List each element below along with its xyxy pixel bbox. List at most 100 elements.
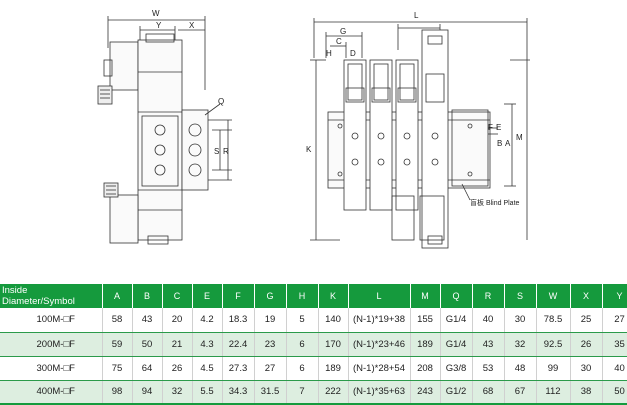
table-cell: 92.5	[536, 332, 571, 357]
table-cell: G1/2	[440, 380, 473, 405]
table-cell: 31.5	[254, 380, 287, 405]
table-cell: 30	[570, 356, 603, 381]
column-header: Y	[602, 284, 627, 308]
table-cell: 22.4	[222, 332, 255, 357]
table-cell: 64	[132, 356, 163, 381]
column-header: E	[192, 284, 223, 308]
table-cell: 27	[254, 356, 287, 381]
column-header: B	[132, 284, 163, 308]
table-cell: 94	[132, 380, 163, 405]
table-cell: 140	[318, 308, 349, 333]
column-header: L	[348, 284, 411, 308]
column-header: H	[286, 284, 319, 308]
table-cell: 222	[318, 380, 349, 405]
dimension-table: Inside Diameter/Symbol A B C E F G H K L…	[0, 284, 627, 405]
table-cell: 43	[132, 308, 163, 333]
table-cell: 21	[162, 332, 193, 357]
table-cell: 4.2	[192, 308, 223, 333]
dim-label-c: C	[336, 37, 342, 46]
dim-label-h: H	[326, 49, 332, 58]
table-cell: 112	[536, 380, 571, 405]
table-cell: G1/4	[440, 332, 473, 357]
column-header: R	[472, 284, 505, 308]
dim-label-a: A	[505, 139, 511, 148]
table-cell: 5.5	[192, 380, 223, 405]
dim-label-b: B	[497, 139, 502, 148]
table-cell: 155	[410, 308, 441, 333]
table-cell: (N-1)*28+54	[348, 356, 411, 381]
dim-label-x: X	[189, 21, 195, 30]
dim-label-m: M	[516, 133, 523, 142]
table-cell: 32	[162, 380, 193, 405]
dim-label-d: D	[350, 49, 356, 58]
dim-label-q: Q	[218, 97, 224, 106]
dim-label-g: G	[340, 27, 346, 36]
row-symbol-cell: 300M-□F	[0, 356, 103, 381]
column-header: S	[504, 284, 537, 308]
table-cell: 243	[410, 380, 441, 405]
table-cell: 26	[570, 332, 603, 357]
column-header: Q	[440, 284, 473, 308]
column-header: X	[570, 284, 603, 308]
table-cell: 170	[318, 332, 349, 357]
dim-label-r: R	[223, 147, 229, 156]
table-cell: 189	[318, 356, 349, 381]
table-cell: 43	[472, 332, 505, 357]
table-cell: 19	[254, 308, 287, 333]
table-cell: (N-1)*35+63	[348, 380, 411, 405]
column-header: G	[254, 284, 287, 308]
table-cell: G1/4	[440, 308, 473, 333]
table-cell: 25	[570, 308, 603, 333]
table-cell: 4.5	[192, 356, 223, 381]
table-cell: 38	[570, 380, 603, 405]
table-cell: 208	[410, 356, 441, 381]
dim-label-f: F	[488, 123, 493, 132]
dim-label-l: L	[414, 11, 419, 20]
table-cell: 32	[504, 332, 537, 357]
dimension-labels: W Y X Q S R L G C H D F E K A B M 盲板 Bli…	[152, 9, 523, 207]
table-cell: 20	[162, 308, 193, 333]
table-cell: 59	[102, 332, 133, 357]
table-cell: (N-1)*23+46	[348, 332, 411, 357]
table-cell: 26	[162, 356, 193, 381]
table-cell: 34.3	[222, 380, 255, 405]
table-cell: 40	[602, 356, 627, 381]
dim-label-y: Y	[156, 21, 162, 30]
table-cell: 5	[286, 308, 319, 333]
column-header: M	[410, 284, 441, 308]
table-cell: 50	[602, 380, 627, 405]
table-cell: 189	[410, 332, 441, 357]
table-cell: 18.3	[222, 308, 255, 333]
table-cell: 53	[472, 356, 505, 381]
dim-label-w: W	[152, 9, 160, 18]
dim-label-s: S	[214, 147, 219, 156]
table-cell: 48	[504, 356, 537, 381]
table-cell: 6	[286, 356, 319, 381]
table-cell: 23	[254, 332, 287, 357]
dim-label-e: E	[496, 123, 501, 132]
table-cell: 58	[102, 308, 133, 333]
table-cell: 40	[472, 308, 505, 333]
table-cell: 27.3	[222, 356, 255, 381]
table-cell: 30	[504, 308, 537, 333]
table-cell: 50	[132, 332, 163, 357]
column-header: F	[222, 284, 255, 308]
row-symbol-cell: 100M-□F	[0, 308, 103, 333]
row-symbol-cell: 400M-□F	[0, 380, 103, 405]
drawing-svg: W Y X Q S R L G C H D F E K A B M 盲板 Bli…	[97, 9, 530, 249]
table-cell: 6	[286, 332, 319, 357]
table-cell: 78.5	[536, 308, 571, 333]
dim-label-k: K	[306, 145, 312, 154]
table-cell: 4.3	[192, 332, 223, 357]
table-cell: (N-1)*19+38	[348, 308, 411, 333]
table-cell: 98	[102, 380, 133, 405]
column-header: A	[102, 284, 133, 308]
technical-drawing: W Y X Q S R L G C H D F E K A B M 盲板 Bli…	[97, 9, 530, 249]
table-header-row: Inside Diameter/Symbol A B C E F G H K L…	[0, 284, 627, 308]
column-header: Inside Diameter/Symbol	[0, 284, 103, 308]
table-cell: 7	[286, 380, 319, 405]
